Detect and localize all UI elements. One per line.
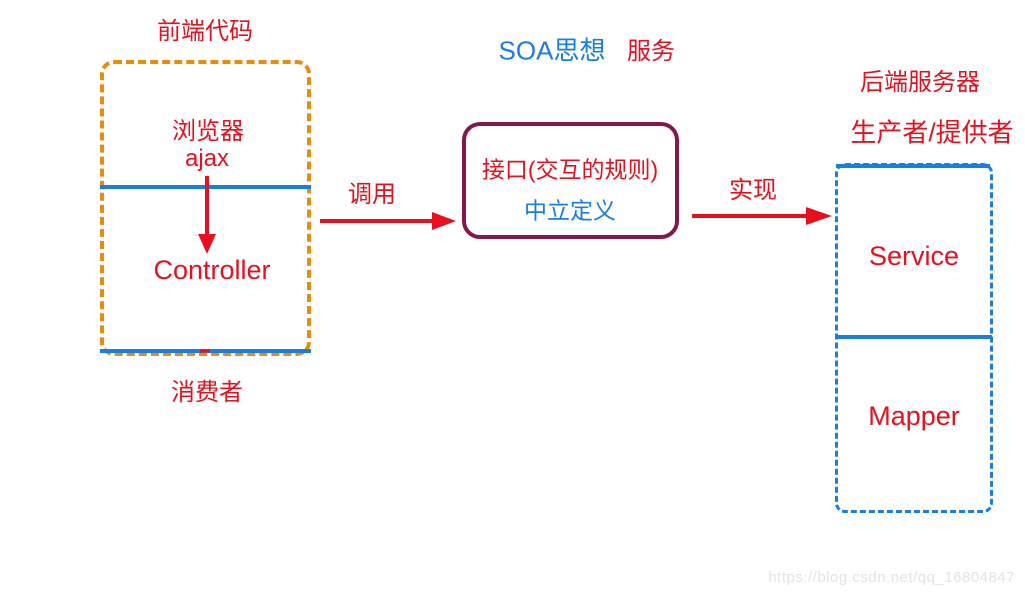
implement-arrow [692,207,832,225]
ajax-label: ajax [184,144,230,172]
backend-dashed-box [835,163,993,513]
call-arrow [320,212,456,230]
soa-heading-red: 服务 [627,37,675,65]
watermark-url: https://blog.csdn.net/qq_16804847 [768,569,1015,586]
frontend-dashed-box [100,60,311,356]
backend-title: 后端服务器 [860,68,980,96]
browser-label: 浏览器 [172,117,244,145]
call-arrow-label: 调用 [348,180,396,208]
interface-rule-label: 接口(交互的规则) [481,156,659,183]
implement-arrow-label: 实现 [729,176,777,204]
interface-rounded-box [462,122,679,239]
frontend-title: 前端代码 [157,17,253,45]
controller-label: Controller [153,255,271,286]
backend-subtitle: 生产者/提供者 [850,117,1014,148]
mapper-label: Mapper [868,401,960,432]
soa-heading-blue: SOA思想 [498,35,606,66]
neutral-definition-label: 中立定义 [524,197,616,224]
service-label: Service [868,241,960,272]
consumer-label: 消费者 [171,378,243,406]
